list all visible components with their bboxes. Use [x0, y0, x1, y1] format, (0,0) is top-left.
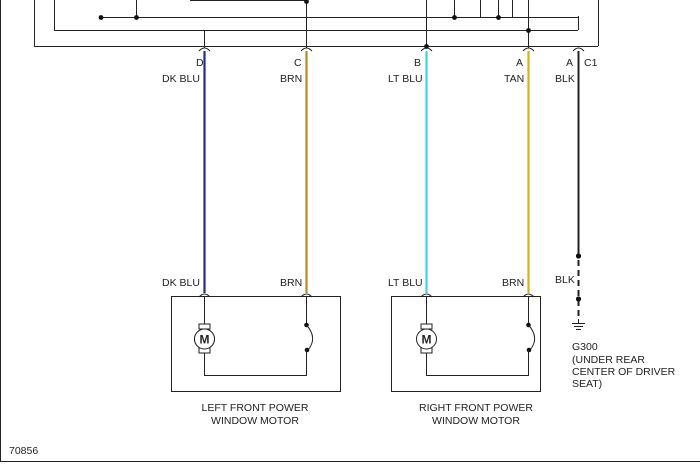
motor-right-wire-label-right: BRN: [502, 277, 524, 289]
ground-location-line-1: (UNDER REAR: [572, 354, 645, 366]
left-motor-brush-top: [198, 323, 211, 330]
ground-location-line-2: CENTER OF DRIVER: [572, 366, 676, 378]
right-motor-symbol: M: [422, 333, 432, 347]
connector-c1-chevrons: [198, 47, 585, 52]
pin-label-c: C: [294, 57, 302, 69]
left-motor-caption-line-2: WINDOW MOTOR: [211, 415, 299, 427]
right-motor-caption-line-2: WINDOW MOTOR: [432, 415, 520, 427]
right-motor-icon: [416, 328, 437, 350]
left-motor-caption-line-1: LEFT FRONT POWER: [202, 402, 309, 414]
harness-block: [34, 0, 599, 49]
motor-left-wire-label-right: BRN: [280, 277, 302, 289]
ground-wire-label: BLK: [555, 274, 575, 286]
right-front-window-motor: [391, 296, 541, 392]
motor-left-wire-label-left: DK BLU: [162, 277, 200, 289]
wire-label-lt-blu-top: LT BLU: [388, 73, 423, 85]
left-motor-icon: [194, 328, 215, 350]
pin-label-b: B: [414, 57, 421, 69]
right-motor-brush-top: [420, 323, 433, 330]
motor-right-wire-label-left: LT BLU: [388, 277, 423, 289]
wire-label-tan-top: TAN: [504, 73, 524, 85]
wire-label-brn-top: BRN: [280, 73, 302, 85]
pin-label-d: D: [196, 57, 204, 69]
figure-id: 70856: [9, 445, 38, 457]
ground-name: G300: [572, 341, 598, 353]
pin-label-a-blk: A: [566, 57, 573, 69]
wire-label-blk-top: BLK: [555, 73, 575, 85]
ground-wire: [575, 51, 582, 319]
left-motor-symbol: M: [200, 333, 210, 347]
ground-icon: [572, 319, 585, 330]
pin-label-a-tan: A: [516, 57, 523, 69]
ground-location-line-3: SEAT): [572, 378, 602, 390]
right-motor-caption-line-1: RIGHT FRONT POWER: [419, 402, 533, 414]
wire-label-dk-blu-top: DK BLU: [162, 73, 200, 85]
connector-id: C1: [584, 57, 598, 69]
